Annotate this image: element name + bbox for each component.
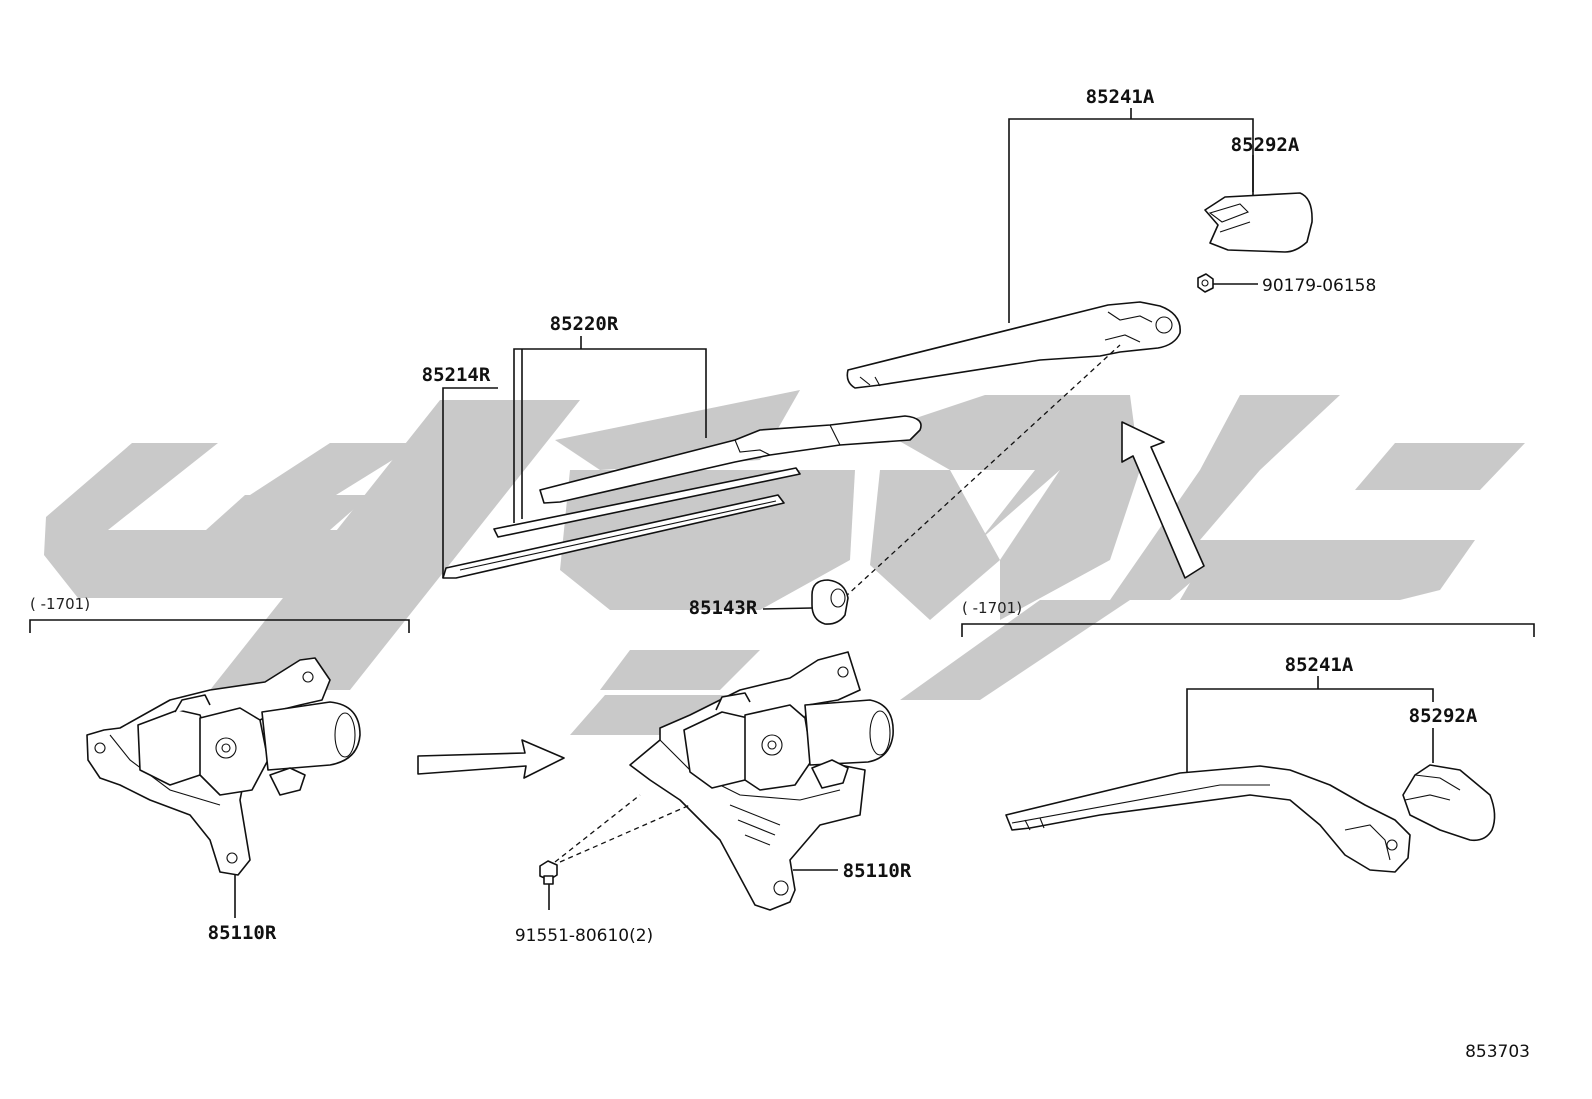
wiper-motor-center: [629, 651, 894, 911]
range-left: ( -1701): [30, 595, 90, 613]
nut-icon: [1197, 273, 1258, 293]
arrow-right-icon: [417, 739, 565, 779]
assembly-line-grommet: [844, 344, 1121, 598]
label-rubber: 85214R: [422, 364, 491, 386]
assembly-line-bolt-a: [554, 794, 641, 863]
wiper-blade: [442, 415, 922, 579]
label-nut: 90179-06158: [1262, 276, 1376, 296]
label-motor-center: 85110R: [843, 860, 912, 882]
figure-code: 853703: [1465, 1042, 1530, 1062]
grommet-icon: [762, 579, 849, 625]
wiper-arm-right: [1005, 765, 1411, 873]
wiper-motor-left: [86, 657, 361, 918]
range-right: ( -1701): [962, 599, 1022, 617]
label-bolt: 91551-80610(2): [515, 926, 653, 946]
label-arm-right: 85241A: [1285, 654, 1354, 676]
blade-callout: [442, 336, 707, 578]
assembly-line-bolt-b: [559, 804, 691, 863]
wiper-arm-top: [846, 301, 1181, 389]
label-grommet: 85143R: [689, 597, 758, 619]
arm-right-callout: [1186, 676, 1434, 775]
range-right-bracket: [961, 623, 1535, 637]
range-left-bracket: [29, 619, 410, 633]
arm-top-callout: [1008, 108, 1254, 323]
wiper-arm-cap-top: [1204, 192, 1313, 253]
wiper-arm-cap-right: [1402, 764, 1496, 842]
label-motor-left: 85110R: [208, 922, 277, 944]
label-cap-top: 85292A: [1231, 134, 1300, 156]
arrow-up-icon: [1121, 421, 1205, 579]
watermark-logo: [44, 390, 1525, 735]
label-blade: 85220R: [550, 313, 619, 335]
bolt-icon: [539, 860, 558, 910]
label-cap-right: 85292A: [1409, 705, 1478, 727]
label-arm-top: 85241A: [1086, 86, 1155, 108]
